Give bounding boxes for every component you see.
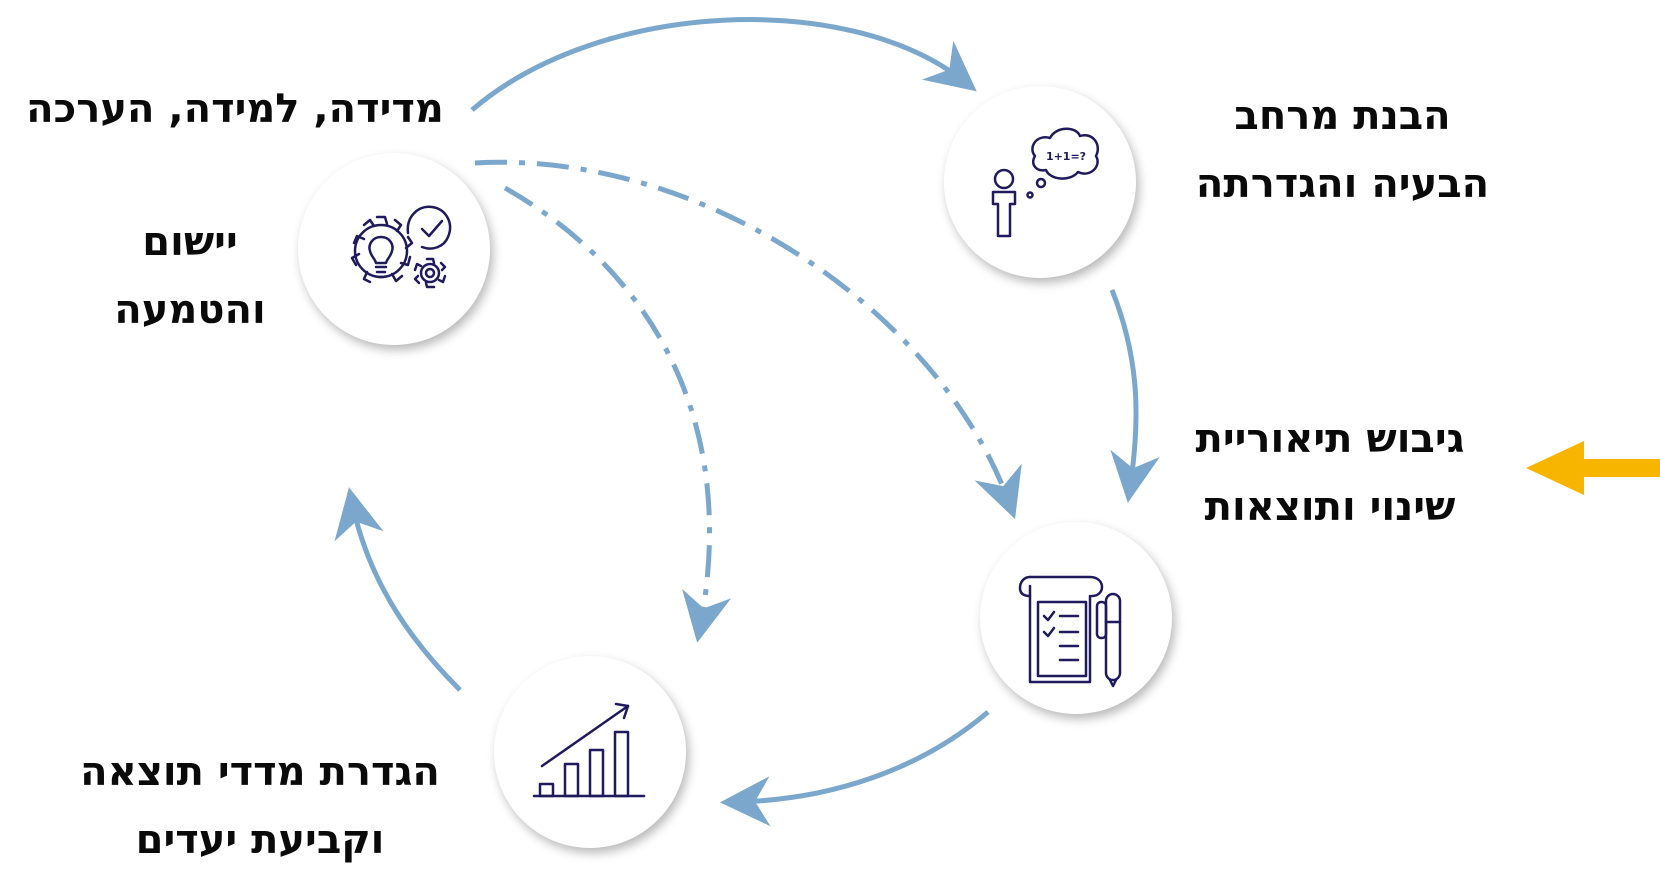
highlight-arrow <box>1526 441 1660 495</box>
label-understanding-line1: הבנת מרחב <box>1234 93 1451 139</box>
notes-pen-icon <box>1018 575 1122 688</box>
arrow-measurement-to-understanding <box>470 17 977 112</box>
label-metrics: הגדרת מדדי תוצאה וקביעת יעדים <box>60 738 460 874</box>
arrow-dashed-measurement-to-metrics <box>503 185 732 643</box>
label-implementation: יישום והטמעה <box>100 208 280 344</box>
label-theory-line2: שינוי ותוצאות <box>1204 484 1456 530</box>
arrow-theory-to-metrics <box>720 710 990 827</box>
thinking-person-icon: 1+1=? <box>991 127 1099 238</box>
label-metrics-line1: הגדרת מדדי תוצאה <box>80 749 440 795</box>
label-theory-line1: גיבוש תיאוריית <box>1195 416 1465 462</box>
gears-lightbulb-icon <box>350 205 452 289</box>
circle-understanding: 1+1=? <box>944 86 1136 278</box>
circle-theory <box>980 522 1172 714</box>
circle-metrics <box>494 656 686 848</box>
label-understanding-line2: הבעיה והגדרתה <box>1195 161 1490 207</box>
label-understanding: הבנת מרחב הבעיה והגדרתה <box>1175 82 1510 218</box>
arrow-understanding-to-theory <box>1109 289 1160 503</box>
arrow-dashed-measurement-to-theory <box>474 159 1022 520</box>
label-measurement-line1: מדידה, למידה, הערכה <box>26 86 444 132</box>
thought-bubble-text: 1+1=? <box>1046 150 1086 163</box>
arrow-metrics-to-implementation <box>334 487 462 692</box>
label-theory: גיבוש תיאוריית שינוי ותוצאות <box>1165 405 1495 541</box>
label-implementation-line2: והטמעה <box>114 287 266 333</box>
label-implementation-line1: יישום <box>142 219 238 265</box>
bar-chart-growth-icon <box>532 702 646 798</box>
circle-implementation <box>298 153 490 345</box>
label-measurement: מדידה, למידה, הערכה <box>15 75 455 143</box>
label-metrics-line2: וקביעת יעדים <box>135 817 385 863</box>
